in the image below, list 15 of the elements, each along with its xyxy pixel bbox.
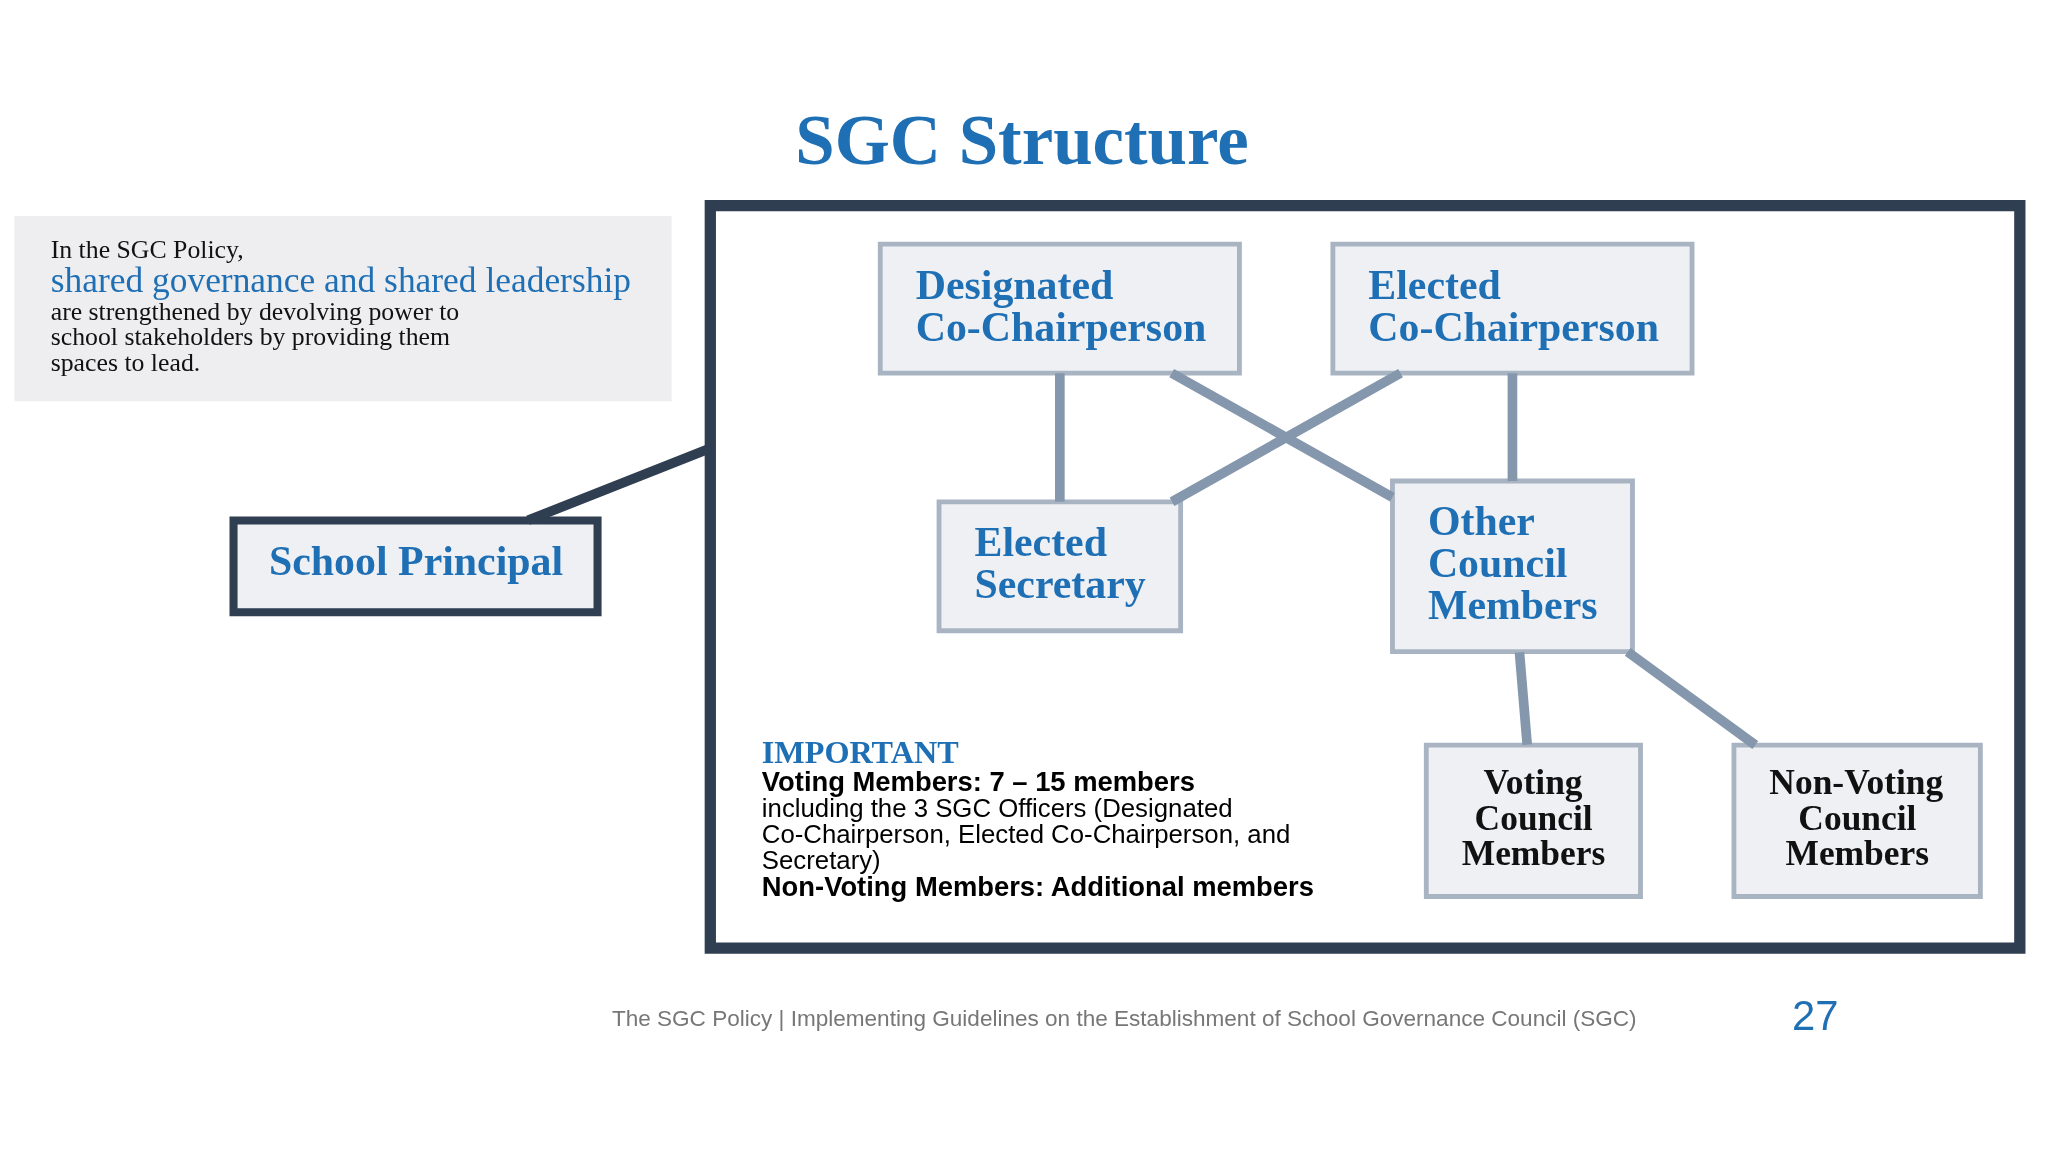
node-box: Voting Council Members <box>1423 742 1643 899</box>
node-box: Designated Co-Chairperson <box>877 241 1242 376</box>
diagram-title: SGC Structure <box>795 100 1249 179</box>
connector <box>1507 373 1518 481</box>
node-box: Non-Voting Council Members <box>1731 742 1983 899</box>
node-box: Elected Secretary <box>936 499 1184 634</box>
node-box: Elected Co-Chairperson <box>1330 241 1695 376</box>
connector <box>1055 373 1065 502</box>
node-box: Other Council Members <box>1390 478 1635 655</box>
label: 27 <box>1791 991 1839 1039</box>
label: The SGC Policy | Implementing Guidelines on the Establishment of School Governance Council (SGC) <box>611 1005 1637 1031</box>
connector <box>1624 648 1759 749</box>
connector <box>1514 651 1532 746</box>
node-box: School Principal <box>229 516 602 617</box>
cluster <box>704 199 2026 954</box>
